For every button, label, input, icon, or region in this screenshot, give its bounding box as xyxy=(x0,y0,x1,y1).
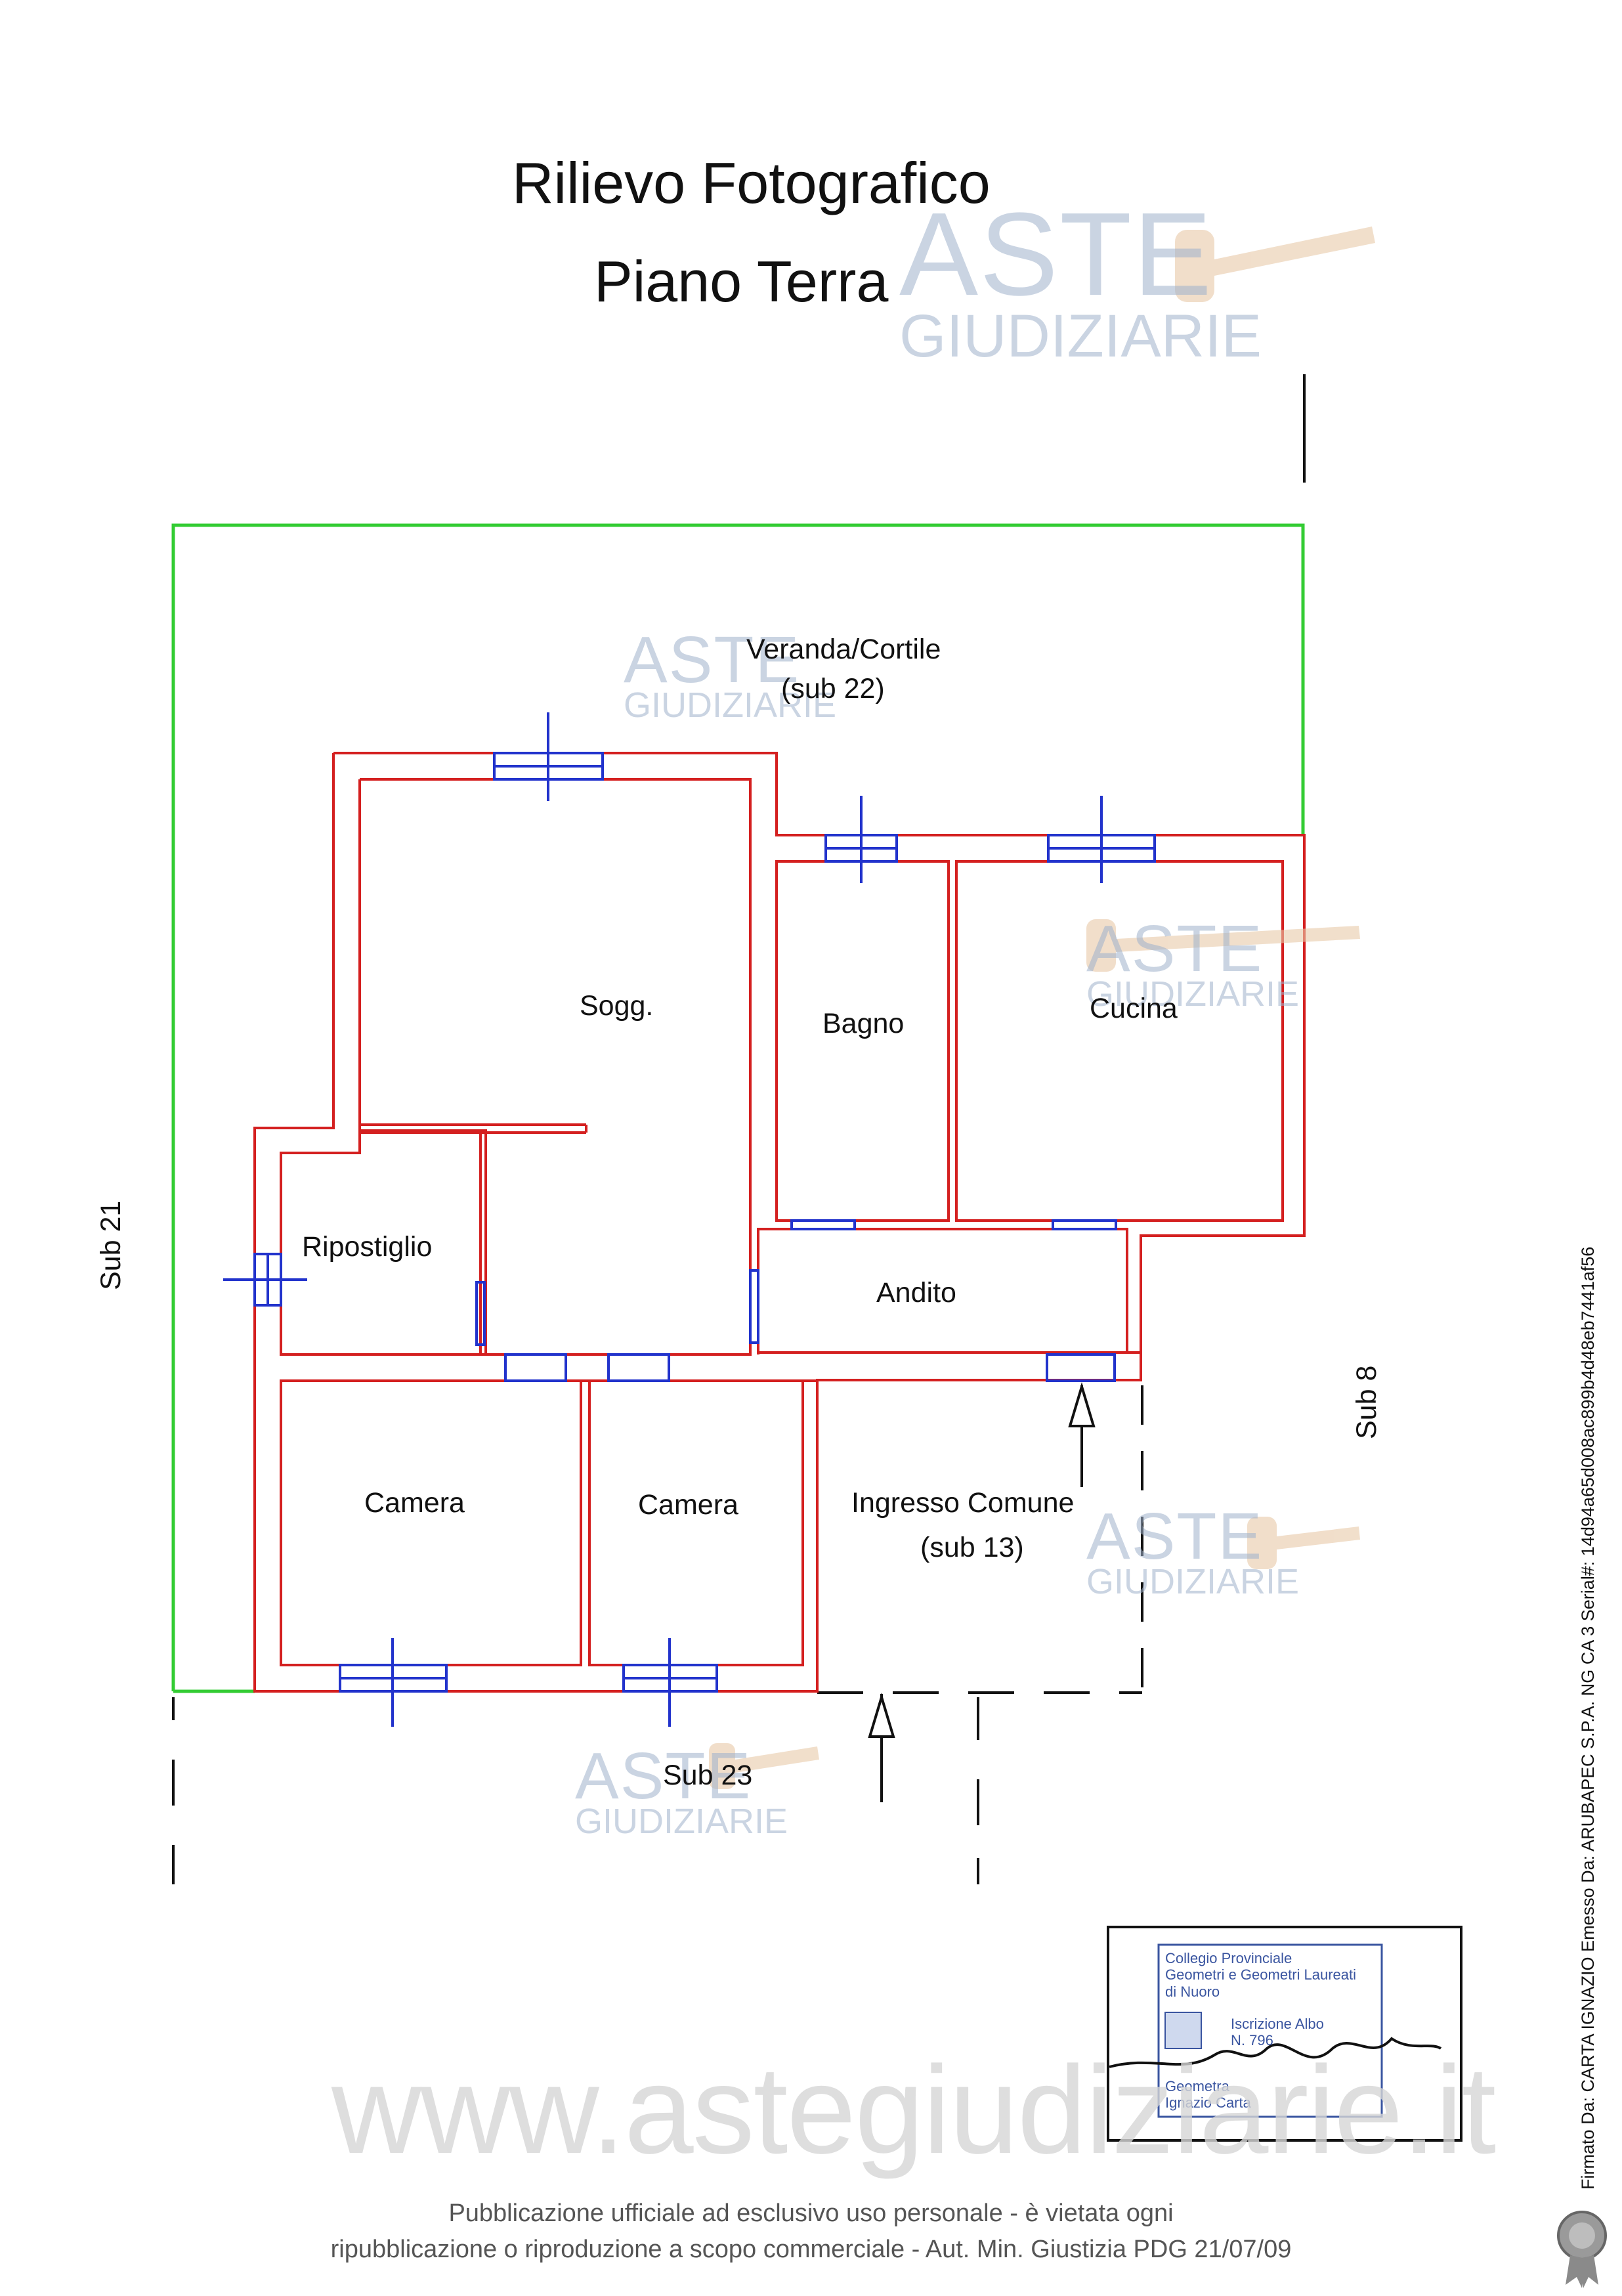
adjacent-label-bottom: Sub 23 xyxy=(663,1760,753,1791)
watermark-logo: ASTE GIUDIZIARIE xyxy=(899,188,1262,370)
room-label-bagno: Bagno xyxy=(822,1008,905,1039)
room-label-veranda: Veranda/Cortile xyxy=(746,634,941,665)
stamp-text: Collegio Provinciale Geometri e Geometri… xyxy=(1165,1950,1357,2000)
stamp-name: Geometra Ignazio Carta xyxy=(1165,2078,1251,2112)
footer-line-2: ripubblicazione o riproduzione a scopo c… xyxy=(330,2236,1292,2263)
watermark-logo: ASTE GIUDIZIARIE xyxy=(575,1739,788,1841)
adjacent-label-right: Sub 8 xyxy=(1351,1365,1382,1439)
courtyard-boundary xyxy=(171,523,1305,1693)
room-label-veranda-sub: (sub 22) xyxy=(781,673,885,704)
footer-line-1: Pubblicazione ufficiale ad esclusivo uso… xyxy=(448,2199,1174,2227)
room-label-cucina: Cucina xyxy=(1090,993,1178,1024)
adjacent-label-left: Sub 21 xyxy=(95,1200,127,1290)
room-label-camera-1: Camera xyxy=(364,1487,465,1519)
plan-subtitle: Piano Terra xyxy=(594,249,889,314)
reference-lines xyxy=(172,374,1306,1884)
gavel-icon xyxy=(709,227,1375,1789)
room-label-ripostiglio: Ripostiglio xyxy=(302,1231,433,1263)
digital-signature-note: Firmato Da: CARTA IGNAZIO Emesso Da: ARU… xyxy=(1578,1246,1598,2190)
watermark-logo: ASTE GIUDIZIARIE xyxy=(624,623,837,725)
room-label-ingresso: Ingresso Comune xyxy=(851,1487,1075,1519)
room-label-andito: Andito xyxy=(876,1277,956,1309)
room-label-soggiorno: Sogg. xyxy=(580,990,654,1022)
plan-title: Rilievo Fotografico xyxy=(512,150,991,215)
watermark-url: www.astegiudiziarie.it xyxy=(331,2041,1496,2180)
openings xyxy=(223,712,1156,1727)
stamp-registration: Iscrizione Albo N. 796 xyxy=(1231,2016,1324,2049)
room-label-camera-2: Camera xyxy=(638,1489,738,1521)
watermark-logo: ASTE GIUDIZIARIE xyxy=(1086,912,1300,1014)
stamp-box xyxy=(1107,1926,1462,2142)
watermark-logo: ASTE GIUDIZIARIE xyxy=(1086,1500,1300,1601)
seal-icon xyxy=(1557,2211,1607,2288)
room-label-ingresso-sub: (sub 13) xyxy=(920,1532,1024,1563)
